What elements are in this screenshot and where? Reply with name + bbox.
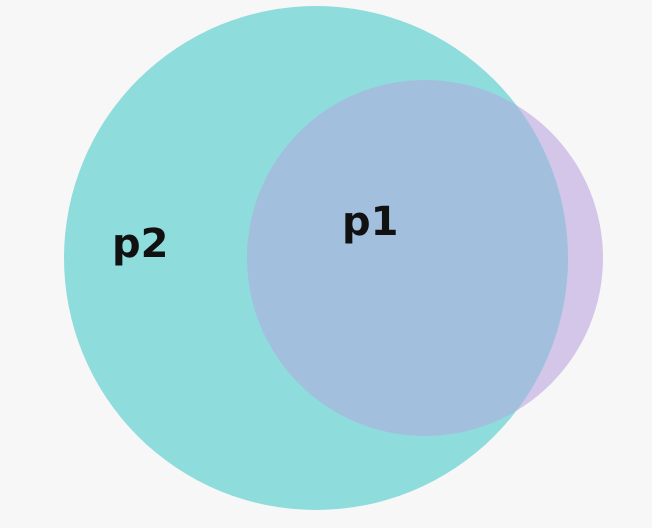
overlap-region	[247, 80, 568, 436]
set-p1-label: p1	[342, 199, 398, 245]
set-p2-label: p2	[112, 221, 168, 267]
